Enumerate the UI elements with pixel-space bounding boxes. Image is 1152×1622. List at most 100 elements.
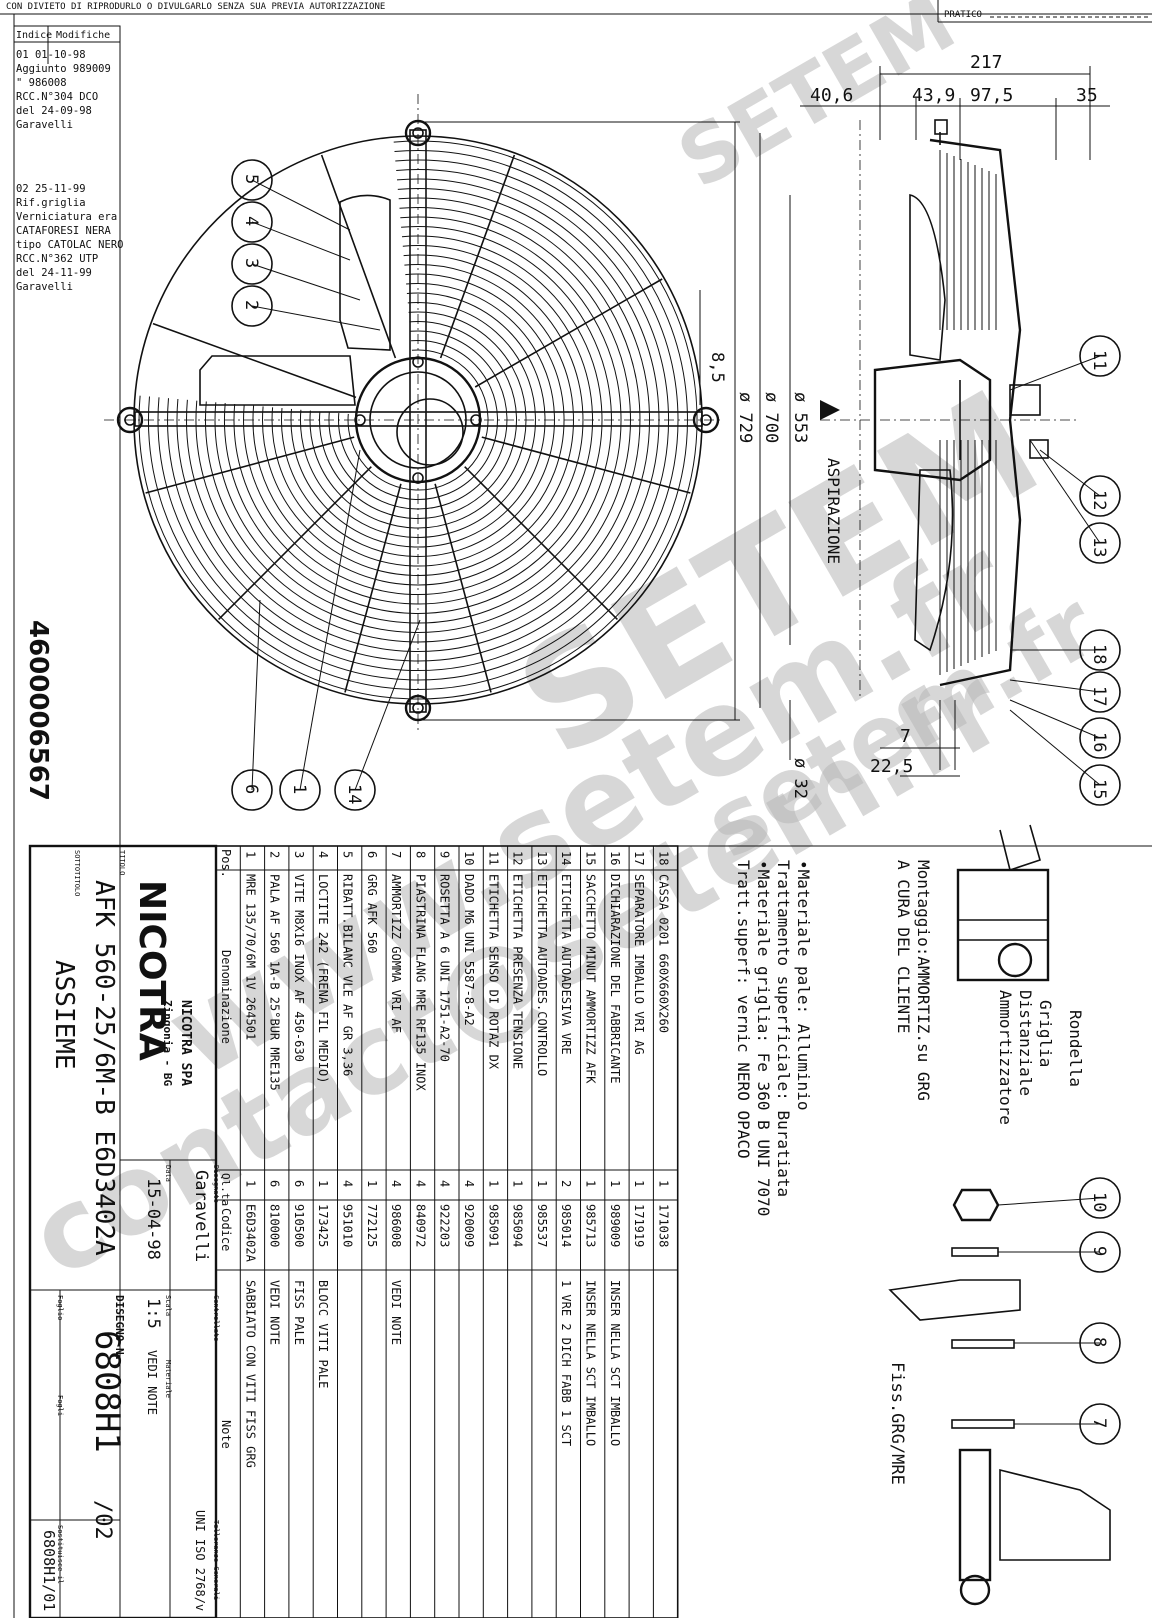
notes-block: •Materiale pale: Alluminio Trattamento s… [734, 860, 1085, 1485]
revision-01-line: RCC.N°304 DCO [16, 91, 98, 103]
bom-cell-description: ETICHETTA SENSO DI ROTAZ DX [486, 874, 500, 1070]
part-balloon-number: 15 [1089, 779, 1109, 799]
bom-cell-pos: 13 [535, 851, 549, 865]
guard-spoke [481, 436, 691, 494]
part-balloon-number: 7 [1089, 1418, 1109, 1428]
side-view [820, 119, 1080, 700]
tolleranze-value: UNI ISO 2768/v [193, 1510, 207, 1611]
copyright-notice: CON DIVIETO DI RIPRODURLO O DIVULGARLO S… [6, 2, 385, 12]
controllato-label: Controllato [212, 1295, 220, 1341]
bom-cell-qty: 4 [462, 1180, 476, 1187]
bom-cell-note: BLOCC VITI PALE [316, 1280, 330, 1388]
bom-cell-pos: 10 [462, 851, 476, 865]
part-balloon-number: 13 [1089, 537, 1109, 557]
bom-cell-qty: 1 [608, 1180, 622, 1187]
fiss-label: Fiss.GRG/MRE [887, 1362, 907, 1485]
mount-lug-right [692, 406, 720, 434]
part-balloon-number: 9 [1089, 1246, 1109, 1256]
bom-cell-pos: 3 [292, 851, 306, 858]
bom-cell-description: PIASTRINA FLANG MRE RF135 INOX [413, 874, 427, 1092]
bom-cell-qty: 1 [584, 1180, 598, 1187]
scala-value: 1:5 [143, 1298, 163, 1329]
scala-label: Scala [164, 1295, 172, 1316]
bom-cell-qty: 1 [535, 1180, 549, 1187]
bom-cell-description: RIBATT.BILANC VLE AF GR 3,36 [341, 874, 355, 1076]
part-balloon [231, 243, 273, 285]
dim-97-5: 97,5 [970, 85, 1013, 106]
bom-cell-note: VEDI NOTE [268, 1280, 282, 1345]
bom-header-note: Note [219, 1420, 233, 1449]
dim-8-5: 8,5 [707, 352, 727, 383]
bom-cell-code: 922203 [438, 1204, 452, 1247]
aspirazione-label: ASPIRAZIONE [824, 458, 843, 564]
damper-section [997, 942, 1033, 978]
bolt-part [958, 1448, 992, 1582]
part-balloon [1079, 1177, 1121, 1219]
dim-553: ø 553 [790, 392, 810, 443]
drawing-subtitle: ASSIEME [49, 960, 79, 1070]
revision-01-line: " 986008 [16, 77, 67, 89]
bom-cell-code: 920009 [462, 1204, 476, 1247]
bom-cell-qty: 2 [559, 1180, 573, 1187]
revision-02-line: Verniciatura era [16, 211, 117, 223]
bom-cell-code: 171038 [656, 1204, 670, 1247]
part-balloon [231, 201, 273, 243]
guard-spoke [344, 483, 402, 693]
drawing-title: AFK 560-25/6M-B E6D3402A [89, 880, 119, 1256]
bom-cell-description: VITE M8X16 INOX AF 450-630 [292, 874, 306, 1062]
revision-02-line: RCC.N°362 UTP [16, 253, 98, 265]
bom-cell-code: 985014 [559, 1204, 573, 1247]
foglio-label: Foglio [56, 1295, 64, 1320]
bom-cell-note: INSER NELLA SCT IMBALLO [608, 1280, 622, 1446]
part-balloon [1079, 1403, 1121, 1445]
bom-cell-pos: 8 [413, 851, 427, 858]
bom-cell-pos: 2 [268, 851, 282, 858]
bom-cell-note: INSER NELLA SCT IMBALLO [584, 1280, 598, 1446]
bom-cell-pos: 15 [584, 851, 598, 865]
bom-cell-code: 985091 [486, 1204, 500, 1247]
part-balloon [1079, 629, 1121, 671]
detail-label: Distanziale [1016, 990, 1035, 1096]
bom-cell-description: SACCHETTO MINUT AMMORTIZZ AFK [584, 874, 598, 1084]
part-number-vertical: 4600006567 [23, 620, 53, 801]
bom-cell-qty: 1 [656, 1180, 670, 1187]
part-balloon-number: 6 [241, 784, 261, 794]
hub-outer [354, 356, 482, 484]
bom-cell-qty: 4 [389, 1180, 403, 1187]
bom-cell-code: 985537 [535, 1204, 549, 1247]
bom-cell-code: 810000 [268, 1204, 282, 1247]
part-balloon [1079, 522, 1121, 564]
bom-cell-description: ROSETTA A 6 UNI 1751-A2-70 [438, 874, 452, 1062]
guard-bar-horizontal [134, 411, 703, 427]
dim-700: ø 700 [761, 392, 781, 443]
part-balloon [231, 159, 273, 201]
bom-cell-description: DICHIARAZIONE DEL FABBRICANTE [608, 874, 622, 1084]
revision-01-line: 01 01-10-98 [16, 49, 86, 61]
mount-detail-section [888, 824, 1111, 1606]
watermark-layer: www.setem.fr SETEM contact@setem.fr sete… [9, 0, 1114, 1303]
bom-cell-pos: 17 [632, 851, 646, 865]
part-balloon [231, 285, 273, 327]
guard-spoke [145, 436, 355, 494]
disegno-number: 6808H1 [87, 1330, 127, 1453]
guard-spoke [464, 466, 618, 620]
bom-cell-description: ETICHETTA PRESENZA TENSIONE [511, 874, 525, 1069]
guard-spoke [320, 154, 397, 359]
airflow-arrow-icon [820, 400, 840, 420]
revision-02-line: 02 25-11-99 [16, 183, 86, 195]
montaggio-note-line: A CURA DEL CLIENTE [894, 860, 913, 1033]
bom-cell-pos: 1 [243, 851, 257, 858]
revision-01-line: Aggiunto 989009 [16, 63, 111, 75]
fogli-label: Fogli [56, 1395, 64, 1416]
part-balloon [279, 769, 321, 811]
bom-cell-qty: 1 [486, 1180, 500, 1187]
bom-cell-code: 985713 [584, 1204, 598, 1247]
bom-cell-code: 989009 [608, 1204, 622, 1247]
mount-lug-left [116, 406, 144, 434]
terminal-box [199, 355, 356, 406]
bom-cell-pos: 14 [559, 851, 573, 865]
bom-cell-qty: 6 [268, 1180, 282, 1187]
bom-cell-qty: 1 [632, 1180, 646, 1187]
guard-spoke [218, 466, 372, 620]
mount-lug-top [404, 119, 432, 147]
